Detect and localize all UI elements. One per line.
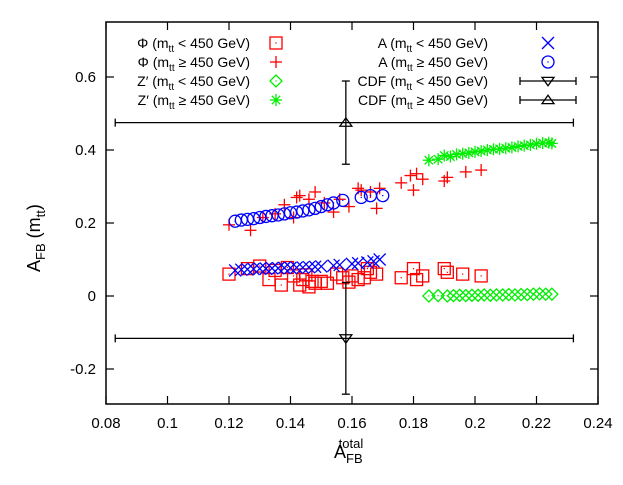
y-tick-label: 0.6 <box>75 69 96 86</box>
y-axis-title: AFB (mtt) <box>24 204 48 272</box>
data-points <box>114 80 575 395</box>
legend-label: A (mtt ≥ 450 GeV) <box>378 54 488 74</box>
legend-item: Φ (mtt ≥ 450 GeV) <box>138 54 282 74</box>
y-tick-label: 0 <box>88 288 96 305</box>
legend-label: Z′ (mtt ≥ 450 GeV) <box>138 92 250 112</box>
y-tick-label: 0.4 <box>75 142 96 159</box>
series-triangle-down <box>114 281 575 395</box>
y-tick-label: -0.2 <box>70 361 96 378</box>
x-tick-label: 0.24 <box>583 415 612 432</box>
x-tick-label: 0.18 <box>399 415 428 432</box>
legend-item: CDF (mtt < 450 GeV) <box>358 73 577 93</box>
legend-label: A (mtt < 450 GeV) <box>378 35 488 55</box>
x-tick-label: 0.16 <box>337 415 366 432</box>
series-square <box>222 259 488 294</box>
legend-item: A (mtt ≥ 450 GeV) <box>378 54 555 74</box>
x-tick-label: 0.14 <box>276 415 305 432</box>
legend-item: Z′ (mtt ≥ 450 GeV) <box>138 92 282 112</box>
legend: Φ (mtt < 450 GeV)Φ (mtt ≥ 450 GeV)Z′ (mt… <box>137 35 577 112</box>
x-tick-label: 0.2 <box>465 415 486 432</box>
series-triangle-up <box>114 80 575 165</box>
series-star <box>422 136 558 167</box>
legend-label: Z′ (mtt < 450 GeV) <box>137 73 250 93</box>
y-tick-labels: -0.2 0 0.2 0.4 0.6 <box>70 69 96 378</box>
legend-item: Φ (mtt < 450 GeV) <box>137 35 283 55</box>
legend-item: CDF (mtt ≥ 450 GeV) <box>358 92 577 112</box>
x-tick-label: 0.22 <box>522 415 551 432</box>
legend-label: Φ (mtt ≥ 450 GeV) <box>138 54 250 74</box>
legend-item: Z′ (mtt < 450 GeV) <box>137 73 283 93</box>
series-circle <box>228 188 390 228</box>
y-tick-label: 0.2 <box>75 215 96 232</box>
legend-label: Φ (mtt < 450 GeV) <box>137 35 250 55</box>
legend-item: A (mtt < 450 GeV) <box>378 35 555 55</box>
legend-label: CDF (mtt < 450 GeV) <box>358 73 488 93</box>
x-tick-labels: 0.08 0.1 0.12 0.14 0.16 0.18 0.2 0.22 0.24 <box>91 415 612 432</box>
series-cross <box>228 253 387 277</box>
legend-label: CDF (mtt ≥ 450 GeV) <box>358 92 488 112</box>
x-tick-label: 0.12 <box>214 415 243 432</box>
x-axis-title: AFBtotal <box>334 436 363 466</box>
x-tick-label: 0.08 <box>91 415 120 432</box>
axis-ticks <box>105 22 599 404</box>
series-diamond <box>421 286 559 303</box>
plot-frame <box>105 21 599 405</box>
x-tick-label: 0.1 <box>157 415 178 432</box>
